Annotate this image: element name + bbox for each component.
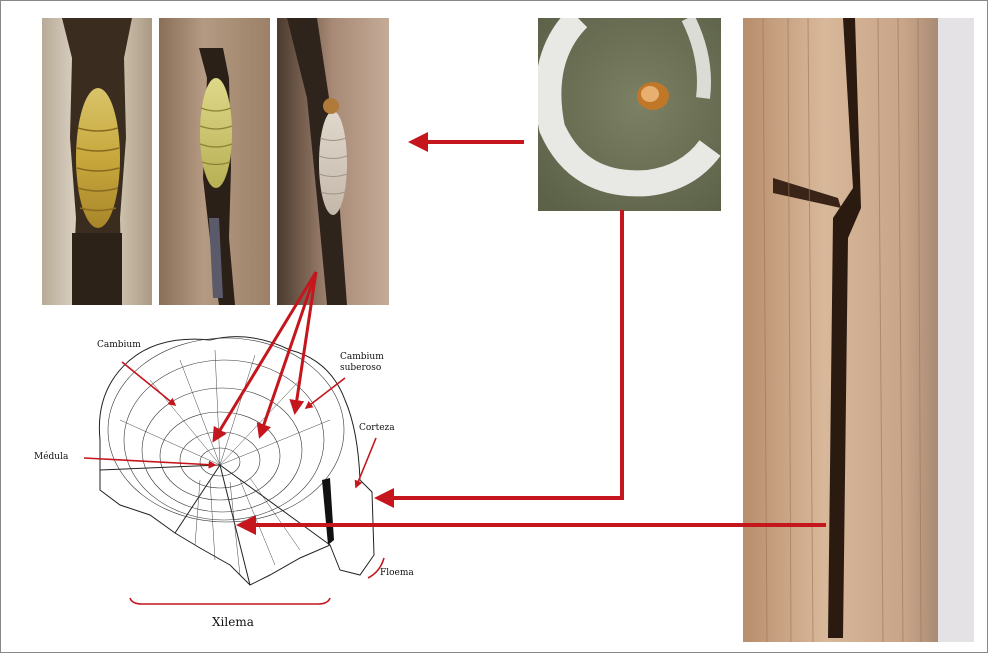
arrow-larva-to-xylem <box>260 272 316 436</box>
arrow-larva-to-medula <box>214 272 316 440</box>
arrow-larva-to-cambium <box>295 272 316 412</box>
bracket-xilema <box>130 598 330 604</box>
pointer-cambium <box>122 362 175 405</box>
label-cambium: Cambium <box>97 340 141 351</box>
pointer-corteza <box>356 438 376 487</box>
label-cambium-suberoso: Cambium suberoso <box>340 352 384 374</box>
label-cambium-suberoso-line2: suberoso <box>340 363 384 374</box>
pointer-cambium-suberoso <box>306 378 345 408</box>
label-cambium-suberoso-line1: Cambium <box>340 352 384 363</box>
label-corteza: Corteza <box>359 423 395 434</box>
label-medula: Médula <box>34 452 68 463</box>
pointer-medula <box>84 458 215 465</box>
label-floema: Floema <box>380 568 414 579</box>
label-xilema: Xilema <box>212 615 254 629</box>
arrow-hole-to-corteza <box>378 210 622 498</box>
